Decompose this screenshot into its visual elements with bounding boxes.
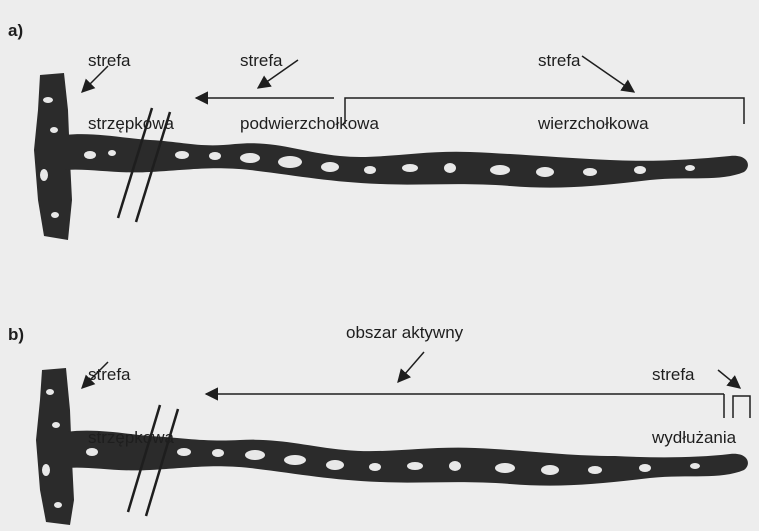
- panel-b-elongation-zone-label-line2: wydłużania: [652, 427, 736, 448]
- panel-b-elongation-zone-label-line1: strefa: [652, 364, 736, 385]
- panel-a-hyphal-zone-label-line1: strefa: [88, 50, 174, 71]
- panel-a-hyphal-zone-label-line2: strzępkowa: [88, 113, 174, 134]
- panel-b-hyphal-zone-label-line2: strzępkowa: [88, 427, 174, 448]
- panel-b-active-region-label: obszar aktywny: [346, 322, 463, 343]
- panel-a-apical-zone-label: strefa wierzchołkowa: [538, 8, 649, 176]
- panel-a-hyphal-zone-label: strefa strzępkowa: [88, 8, 174, 176]
- panel-b-active-region-label-arrow: [398, 352, 424, 382]
- panel-a-subapical-zone-label: strefa podwierzchołkowa: [240, 8, 379, 176]
- panel-a-apical-zone-label-line1: strefa: [538, 50, 649, 71]
- panel-a-letter: a): [8, 20, 23, 41]
- panel-a-subapical-zone-label-line2: podwierzchołkowa: [240, 113, 379, 134]
- panel-b-elongation-zone-label: strefa wydłużania: [652, 322, 736, 490]
- panel-b-letter: b): [8, 324, 24, 345]
- panel-b-hyphal-zone-label-line1: strefa: [88, 364, 174, 385]
- panel-a-subapical-zone-label-line1: strefa: [240, 50, 379, 71]
- panel-b-hyphal-zone-label: strefa strzępkowa: [88, 322, 174, 490]
- panel-a-apical-zone-label-line2: wierzchołkowa: [538, 113, 649, 134]
